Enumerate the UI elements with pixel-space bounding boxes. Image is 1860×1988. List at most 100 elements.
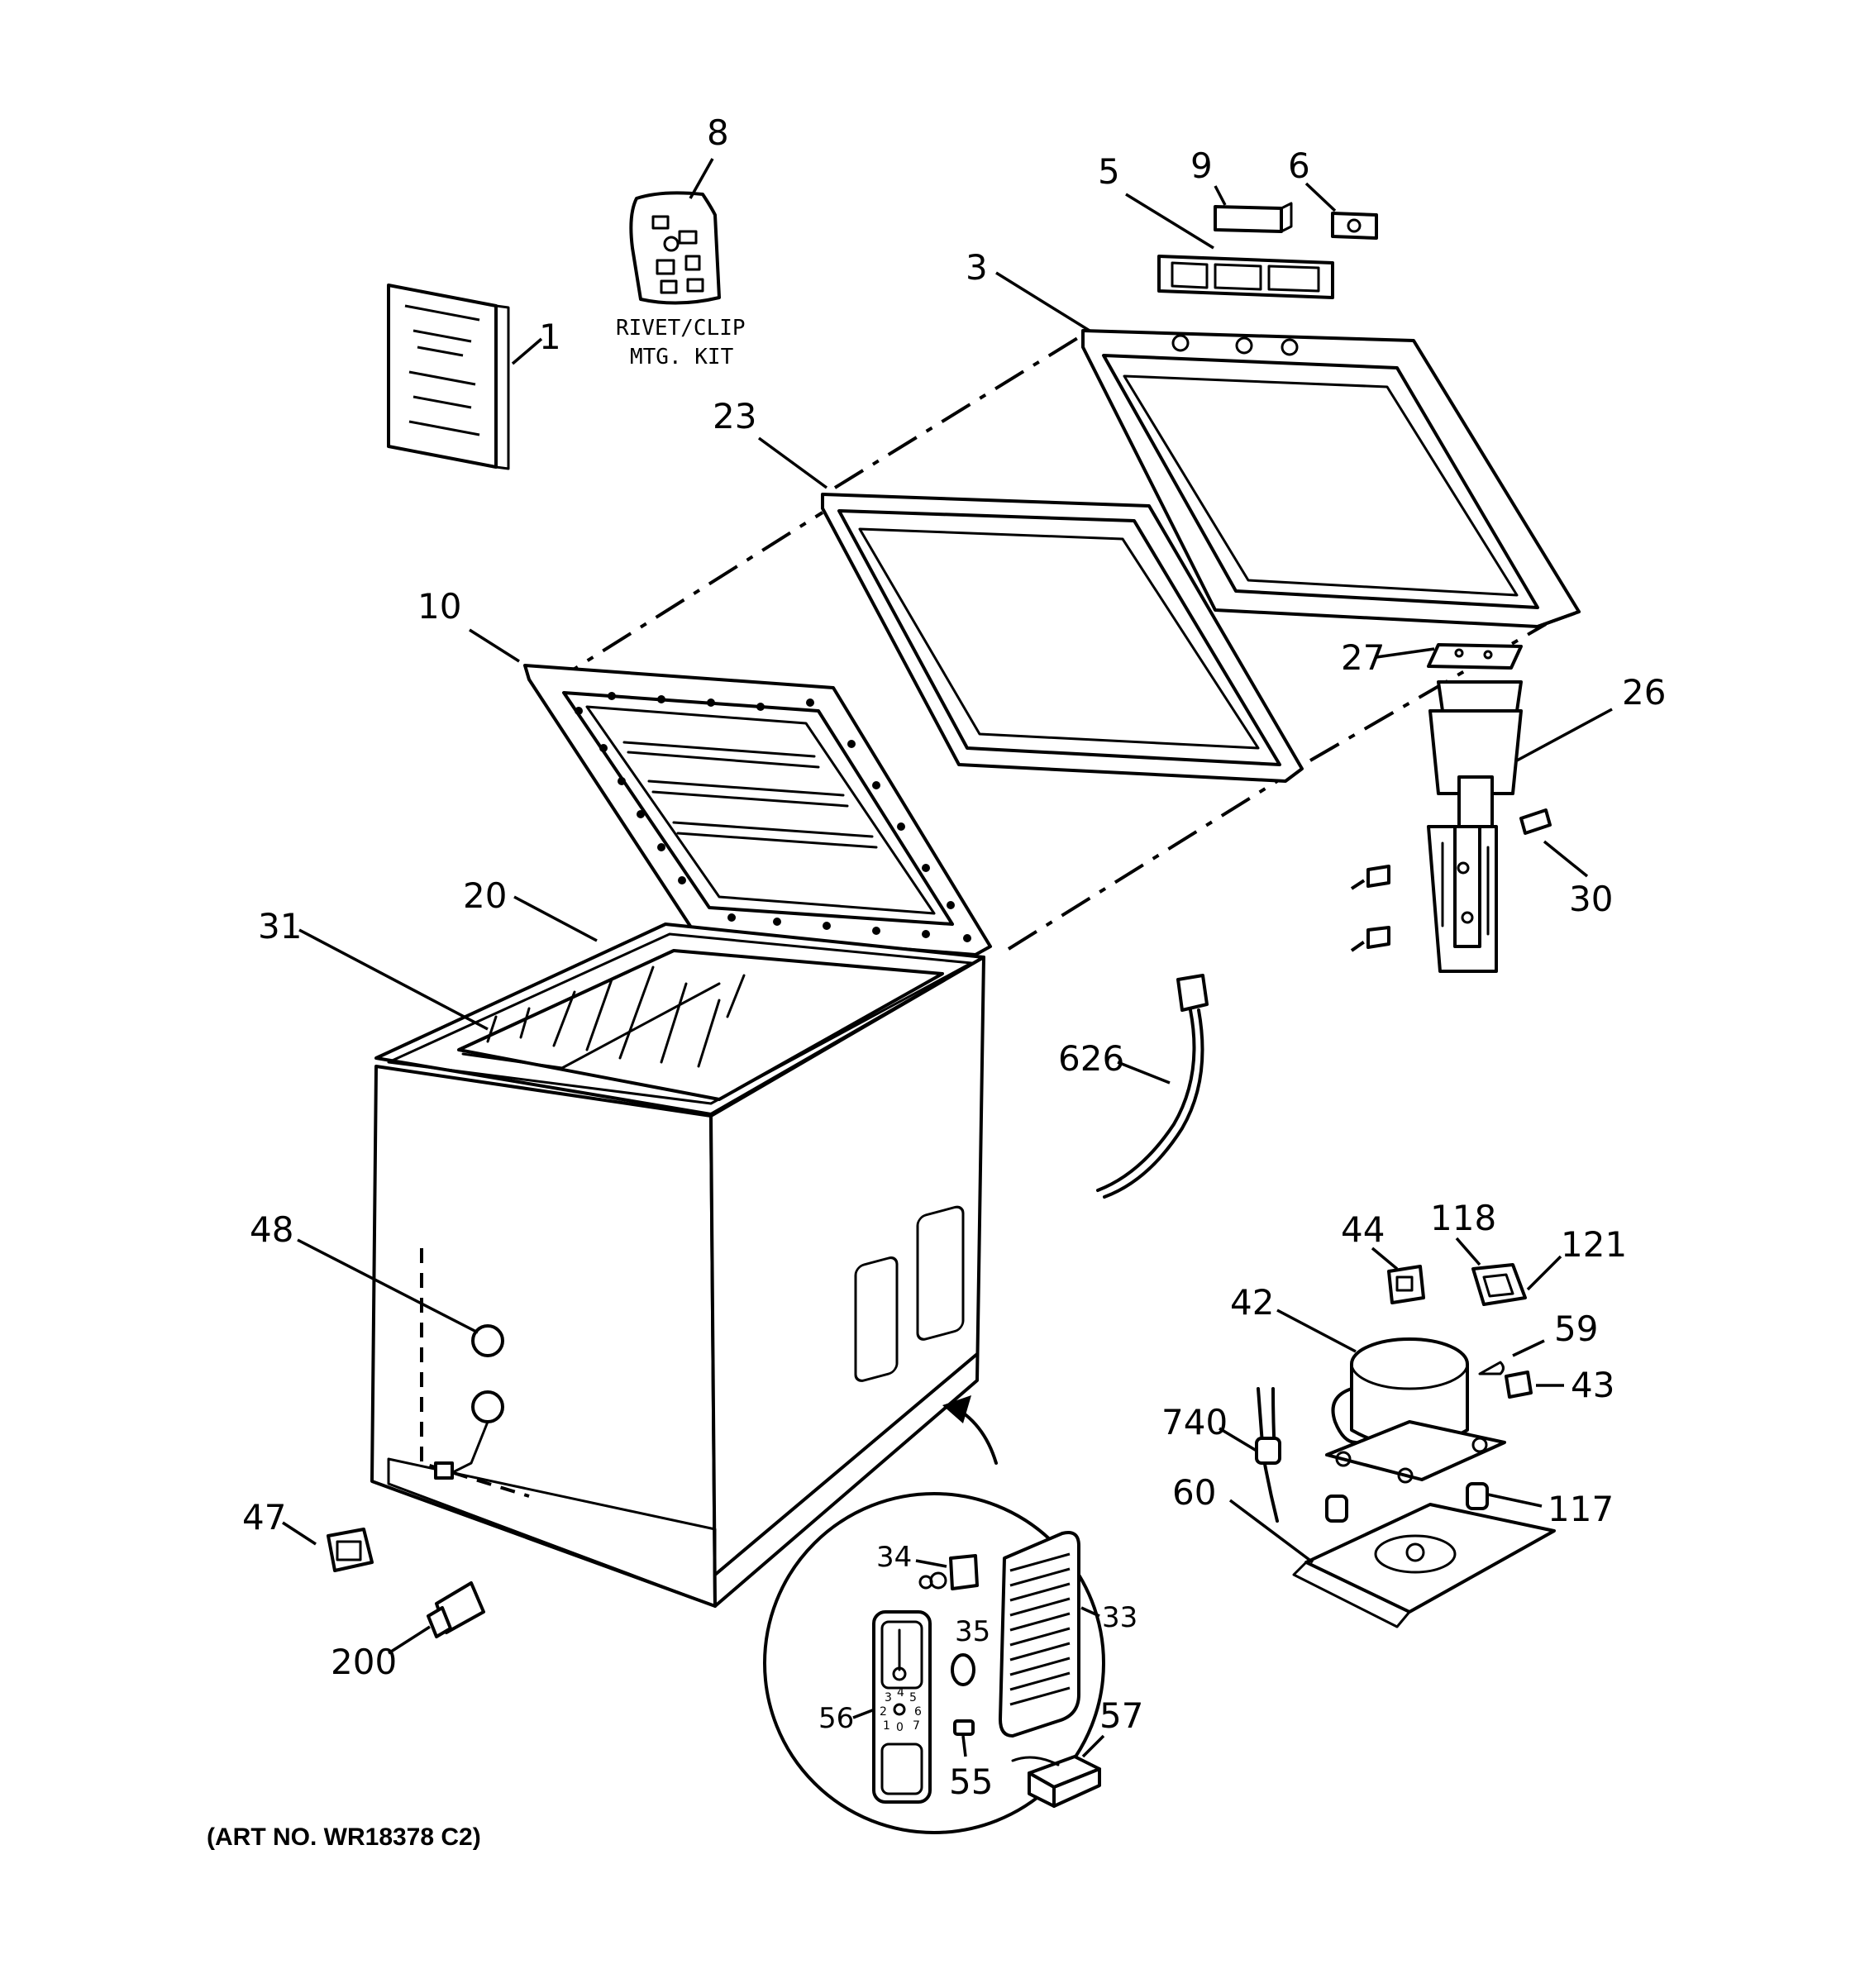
dial-num-7: 7: [913, 1719, 920, 1733]
callout-27: 27: [1341, 637, 1385, 678]
align-line-right-upper: [1309, 622, 1548, 762]
clip-59: [1478, 1361, 1505, 1375]
callout-118: 118: [1430, 1198, 1496, 1238]
control-housing: [1157, 255, 1334, 299]
callout-43: 43: [1571, 1365, 1614, 1405]
callout-8: 8: [707, 112, 729, 153]
align-line-left-top: [548, 511, 824, 686]
leader-44: [1371, 1247, 1399, 1271]
leader-47: [282, 1521, 317, 1546]
hinge-26: [1350, 680, 1523, 973]
callout-5: 5: [1098, 151, 1120, 192]
drain-cap-47: [327, 1528, 374, 1572]
light-6: [1331, 212, 1378, 240]
callout-57: 57: [1099, 1695, 1143, 1736]
leader-59: [1512, 1339, 1545, 1357]
louver-cover-33: [999, 1531, 1080, 1738]
leader-20: [513, 895, 598, 942]
dial-num-6: 6: [914, 1705, 922, 1719]
dial-num-4: 4: [897, 1686, 904, 1700]
cabinet-20: [370, 922, 985, 1608]
callout-1: 1: [539, 317, 561, 357]
leader-200: [388, 1625, 431, 1655]
base-plate-60: [1292, 1503, 1556, 1628]
callout-740: 740: [1161, 1402, 1228, 1442]
capacitor-740: [1255, 1387, 1281, 1523]
leader-27: [1376, 647, 1435, 659]
leader-626: [1117, 1061, 1171, 1085]
relay-118: [1471, 1263, 1527, 1306]
leader-121: [1526, 1255, 1562, 1291]
leader-118: [1455, 1237, 1481, 1266]
drain-plug-200: [427, 1581, 485, 1638]
leader-5: [1125, 193, 1214, 250]
leader-1: [511, 337, 543, 365]
leader-31: [298, 928, 489, 1031]
leader-9: [1214, 185, 1227, 206]
leader-26: [1516, 708, 1613, 762]
leader-48: [297, 1238, 479, 1334]
rivet-clip-kit: [629, 191, 721, 305]
callout-35: 35: [955, 1615, 990, 1648]
callout-31: 31: [258, 906, 302, 946]
leader-42: [1276, 1309, 1357, 1353]
callout-20: 20: [463, 875, 507, 916]
callout-55: 55: [949, 1762, 993, 1802]
callout-47: 47: [242, 1497, 286, 1537]
callout-23: 23: [713, 396, 756, 436]
leader-6: [1304, 182, 1337, 212]
callout-626: 626: [1058, 1038, 1124, 1079]
callout-56: 56: [818, 1702, 854, 1735]
knob-35: [951, 1653, 975, 1686]
leader-23: [757, 436, 828, 489]
leader-740: [1219, 1427, 1257, 1452]
callout-44: 44: [1341, 1209, 1385, 1250]
callout-60: 60: [1172, 1472, 1216, 1513]
trim-9: [1214, 202, 1293, 233]
compressor-42: [1325, 1337, 1506, 1484]
callout-33: 33: [1102, 1601, 1137, 1634]
leader-8: [689, 158, 714, 199]
manual-booklet: [387, 284, 510, 470]
gasket-23: [821, 493, 1304, 783]
callout-48: 48: [250, 1209, 293, 1250]
dial-num-1: 1: [883, 1719, 890, 1733]
callout-3: 3: [966, 247, 988, 288]
kit-label-line1: RIVET/CLIP: [616, 316, 746, 341]
callout-200: 200: [331, 1642, 397, 1682]
callout-6: 6: [1288, 145, 1310, 186]
leader-3: [995, 271, 1090, 332]
align-line-right-low: [1007, 779, 1279, 951]
thermostat-34: [918, 1554, 979, 1590]
callout-34: 34: [876, 1541, 912, 1574]
dial-num-0: 0: [896, 1721, 904, 1734]
align-line-left-upper: [833, 333, 1085, 489]
screw-30: [1519, 808, 1552, 835]
callout-10: 10: [417, 586, 461, 627]
callout-121: 121: [1561, 1224, 1627, 1265]
leader-30: [1543, 840, 1589, 878]
art-number: (ART NO. WR18378 C2): [207, 1824, 481, 1851]
hinge-pad-27: [1427, 643, 1523, 670]
lamp-55: [953, 1719, 975, 1736]
callout-42: 42: [1230, 1282, 1274, 1323]
controls-inset: 34 35 55 3 4 5 2 6 1 0 7: [763, 1492, 1143, 1834]
control-panel-56: 3 4 5 2 6 1 0 7: [872, 1610, 932, 1804]
leader-60: [1228, 1499, 1314, 1564]
callout-30: 30: [1569, 879, 1613, 919]
switch-57: [1011, 1755, 1101, 1808]
breaker-frame-10: [523, 664, 992, 956]
dial-num-5: 5: [909, 1691, 917, 1704]
dial-num-2: 2: [880, 1705, 887, 1719]
cover-43: [1505, 1371, 1533, 1399]
callout-26: 26: [1622, 672, 1666, 713]
callout-117: 117: [1548, 1489, 1614, 1529]
dial-num-3: 3: [885, 1691, 892, 1704]
callout-9: 9: [1190, 145, 1213, 186]
arrow-head: [942, 1395, 971, 1423]
callout-59: 59: [1554, 1309, 1598, 1349]
leader-10: [469, 628, 520, 663]
power-cord-626: [1096, 974, 1209, 1199]
